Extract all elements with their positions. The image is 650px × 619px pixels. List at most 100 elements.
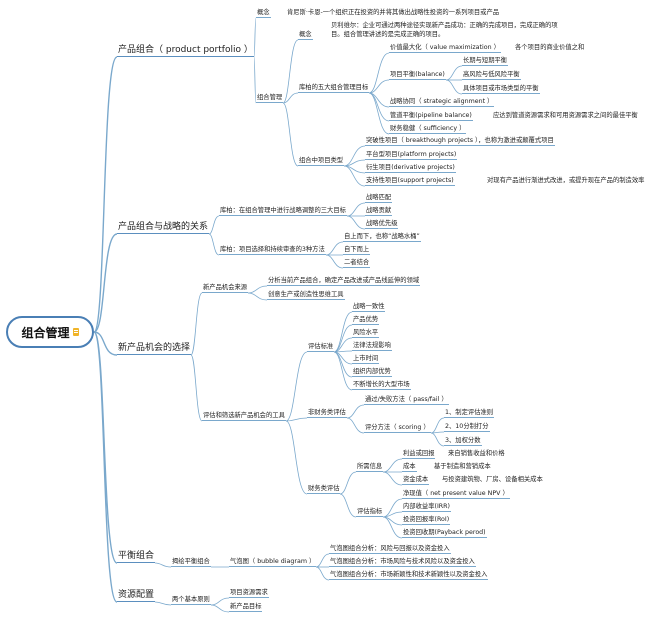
connector bbox=[154, 601, 172, 606]
connector bbox=[346, 404, 365, 419]
node-balance-tool[interactable]: 揭绘平衡组合 bbox=[171, 558, 211, 567]
node-type-platform[interactable]: 平台型项目(platform projects) bbox=[365, 151, 458, 160]
node-concept-definition[interactable]: 肯尼斯·卡恩-一个组织正在投资的并将其做出战略性投资的一系列项目或产品 bbox=[287, 9, 500, 16]
node-goal-value[interactable]: 价值最大化（ value maximization ） bbox=[389, 44, 501, 53]
root-title: 组合管理 bbox=[21, 325, 70, 340]
node-portfolio-management[interactable]: 组合管理 bbox=[256, 94, 284, 103]
connector bbox=[346, 417, 365, 434]
node-balance-market[interactable]: 具体项目或市场类型的平衡 bbox=[462, 85, 540, 94]
node-type-derivative[interactable]: 衍生项目(derivative projects) bbox=[365, 164, 456, 173]
node-goal-pipeline[interactable]: 管道平衡(pipeline balance) bbox=[389, 112, 473, 121]
connector bbox=[253, 17, 257, 58]
node-nonfinancial[interactable]: 非财务类评估 bbox=[307, 409, 347, 418]
node-info-capital[interactable]: 资金成本 bbox=[402, 476, 430, 485]
connector bbox=[368, 52, 390, 94]
node-strategic-fit[interactable]: 战略匹配 bbox=[365, 194, 393, 203]
connector bbox=[325, 254, 344, 269]
connector bbox=[208, 215, 220, 235]
node-metric-npv[interactable]: 净现值（ net present value NPV ） bbox=[402, 490, 510, 499]
node-concept-2-def-line2[interactable]: 目。组合管理讲述的是完成正确的项目。 bbox=[331, 31, 445, 38]
node-five-goals[interactable]: 库柏的五大组合管理目标 bbox=[298, 84, 370, 93]
node-info-benefit[interactable]: 利益或回报 bbox=[402, 450, 436, 459]
node-concept-2-def-line1[interactable]: 贝利维尔：企业可通过两种途径实现新产品成功：正确的完成项目，完成正确的项 bbox=[331, 22, 558, 29]
node-two-principles[interactable]: 两个基本原则 bbox=[171, 596, 211, 605]
branch-balanced-portfolio[interactable]: 平衡组合 bbox=[117, 551, 156, 563]
branch-new-product-selection[interactable]: 新产品机会的选择 bbox=[117, 343, 192, 355]
connector bbox=[93, 56, 118, 333]
node-criteria-market[interactable]: 不断增长的大型市场 bbox=[352, 381, 411, 390]
node-metric-payback[interactable]: 投资回收期(Payback perod) bbox=[402, 529, 487, 538]
node-balance-risk[interactable]: 高风险与低风险平衡 bbox=[462, 71, 521, 80]
root-topic[interactable]: 组合管理 bbox=[6, 316, 94, 348]
node-strategic-priority[interactable]: 战略优先级 bbox=[365, 220, 399, 229]
node-balance-long-short[interactable]: 长期与短期平衡 bbox=[462, 57, 509, 66]
node-concept[interactable]: 概念 bbox=[256, 9, 271, 18]
node-criteria-legal[interactable]: 法律法规影响 bbox=[352, 342, 392, 351]
node-goal-balance[interactable]: 项目平衡(balance) bbox=[389, 71, 446, 80]
node-concept-2[interactable]: 概念 bbox=[298, 31, 313, 40]
node-required-info[interactable]: 所需信息 bbox=[356, 463, 384, 472]
node-score-step1[interactable]: 1、制定评估准则 bbox=[444, 409, 495, 418]
node-opportunity-source[interactable]: 新产品机会来源 bbox=[202, 284, 249, 293]
node-goal-value-desc[interactable]: 各个项目的商业价值之和 bbox=[515, 44, 585, 51]
branch-resource-allocation[interactable]: 资源配置 bbox=[117, 590, 156, 602]
node-criteria-advantage[interactable]: 产品优势 bbox=[352, 316, 380, 325]
node-scoring[interactable]: 评分方法（ scoring ） bbox=[364, 424, 431, 433]
connector bbox=[339, 471, 357, 495]
node-metrics[interactable]: 评估指标 bbox=[356, 508, 384, 517]
connector bbox=[282, 39, 299, 104]
connector bbox=[93, 331, 118, 356]
connector bbox=[445, 65, 463, 81]
node-strategic-contribution[interactable]: 战略贡献 bbox=[365, 207, 393, 216]
connector bbox=[190, 292, 203, 356]
node-info-benefit-desc[interactable]: 来自销售收益和价格 bbox=[448, 450, 505, 457]
connector bbox=[333, 311, 353, 353]
node-product-goals[interactable]: 新产品目标 bbox=[229, 603, 263, 612]
connector bbox=[247, 292, 268, 301]
node-score-step2[interactable]: 2、10分制打分 bbox=[444, 423, 490, 432]
node-info-capital-desc[interactable]: 与投资建筑物、厂房、设备相关成本 bbox=[442, 476, 543, 483]
node-metric-roi[interactable]: 投资回报率(RoI) bbox=[402, 516, 451, 525]
node-bottom-up[interactable]: 自下而上 bbox=[343, 246, 371, 255]
node-criteria-strategy[interactable]: 战略一致性 bbox=[352, 303, 386, 312]
node-goal-alignment[interactable]: 战略协同（ strategic alignment ） bbox=[389, 98, 495, 107]
node-top-down[interactable]: 自上而下，也称“战略水桶” bbox=[343, 233, 421, 242]
node-resource-needs[interactable]: 项目资源需求 bbox=[229, 589, 269, 598]
connector bbox=[382, 471, 403, 486]
node-pass-fail[interactable]: 通过/失败方法（ pass/fail ） bbox=[364, 396, 449, 405]
connector bbox=[285, 417, 308, 422]
node-info-cost[interactable]: 成本 bbox=[402, 463, 417, 472]
node-criteria-internal[interactable]: 组织内部优势 bbox=[352, 368, 392, 377]
branch-portfolio-strategy[interactable]: 产品组合与战略的关系 bbox=[117, 222, 210, 234]
node-goal-pipeline-desc[interactable]: 应达到管道资源需求和可用资源需求之间的最佳平衡 bbox=[493, 112, 638, 119]
node-financial[interactable]: 财务类评估 bbox=[307, 485, 341, 494]
node-bubble-novelty[interactable]: 气泡图组合分析：市场新颖性和技术新颖性以及资金投入 bbox=[329, 571, 489, 580]
node-bubble-risk-return[interactable]: 气泡图组合分析：风险与回报以及资金投入 bbox=[329, 545, 451, 554]
node-screening-tools[interactable]: 评估和筛选新产品机会的工具 bbox=[202, 412, 286, 421]
branch-product-portfolio[interactable]: 产品组合（ product portfolio ） bbox=[117, 45, 254, 57]
node-bubble-diagram[interactable]: 气泡图（ bubble diagram ） bbox=[229, 558, 317, 567]
connector bbox=[343, 145, 366, 167]
node-project-types[interactable]: 组合中项目类型 bbox=[298, 157, 345, 166]
connector bbox=[325, 241, 344, 256]
node-metric-irr[interactable]: 内部收益率(IRR) bbox=[402, 503, 452, 512]
node-goal-sufficiency[interactable]: 财务稳健（ sufficiency ） bbox=[389, 125, 467, 134]
connector bbox=[430, 417, 445, 434]
node-selection-methods[interactable]: 库柏：项目选择和持续审查的3种方法 bbox=[219, 246, 326, 255]
connector bbox=[315, 553, 330, 568]
node-criteria-risk[interactable]: 风险水平 bbox=[352, 329, 380, 338]
node-strategy-goals[interactable]: 库柏：在组合管理中进行战略调整的三大目标 bbox=[219, 207, 347, 216]
node-type-support[interactable]: 支持性项目(support projects) bbox=[365, 177, 455, 186]
node-criteria-time[interactable]: 上市时间 bbox=[352, 355, 380, 364]
node-source-creativity[interactable]: 创意生产或创造性思维工具 bbox=[267, 291, 345, 300]
node-criteria[interactable]: 评估标准 bbox=[307, 343, 335, 352]
node-combined[interactable]: 二者结合 bbox=[343, 259, 371, 268]
node-score-step3[interactable]: 3、加权分数 bbox=[444, 437, 482, 446]
node-source-analysis[interactable]: 分析当前产品组合，确定产品改进或产品线延伸的领域 bbox=[267, 277, 421, 286]
connector bbox=[285, 351, 308, 422]
node-bubble-market-tech-risk[interactable]: 气泡图组合分析：市场风险与技术风险以及资金投入 bbox=[329, 558, 476, 567]
node-type-breakthrough[interactable]: 突破性项目（ breakthough projects ），也称为激进或颠覆式项… bbox=[365, 137, 555, 146]
node-info-cost-desc[interactable]: 基于制造和营销成本 bbox=[434, 463, 491, 470]
node-type-support-desc[interactable]: 对现有产品进行渐进式改进，或提升现在产品的制造效率 bbox=[487, 177, 645, 184]
